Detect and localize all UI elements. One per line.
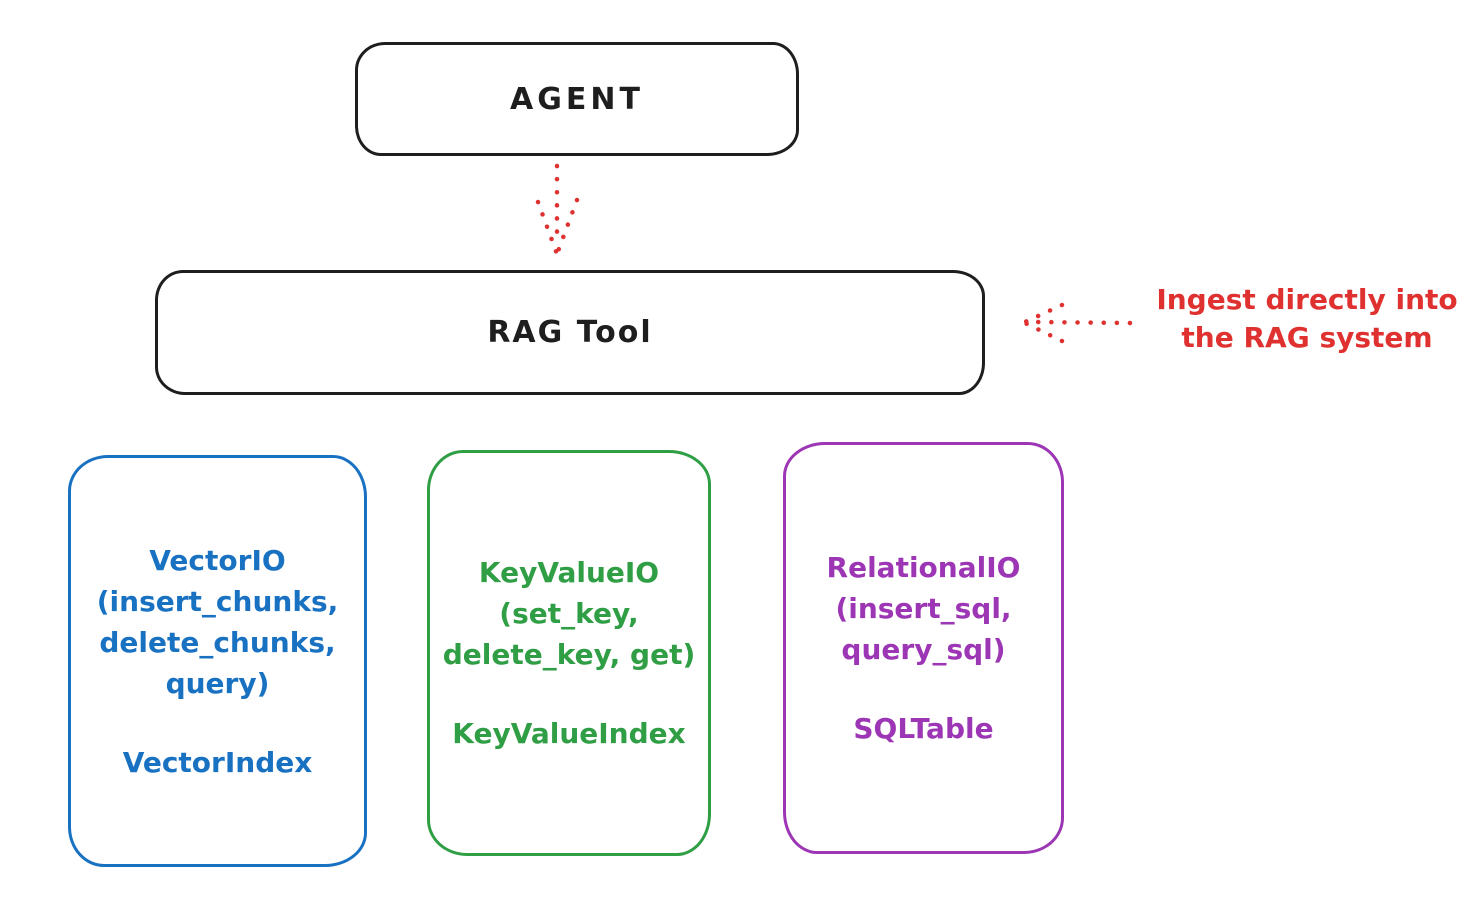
- agent-to-ragtool-arrow-icon: [535, 163, 580, 257]
- rag-tool-label: RAG Tool: [487, 315, 653, 350]
- agent-label: AGENT: [510, 81, 644, 117]
- keyvalue-io-methods-line1: (set_key,: [499, 597, 639, 630]
- keyvalue-io-node: KeyValueIO (set_key, delete_key, get) Ke…: [427, 450, 711, 856]
- ingest-annotation-arrow-icon: [1022, 302, 1133, 344]
- agent-node: AGENT: [355, 42, 799, 156]
- vector-index-label: VectorIndex: [122, 745, 313, 779]
- relational-io-methods-line2: query_sql): [841, 633, 1006, 666]
- relational-io-title: RelationalIO: [826, 551, 1021, 584]
- rag-tool-node: RAG Tool: [155, 270, 985, 395]
- vector-io-methods-line1: (insert_chunks,: [96, 584, 339, 618]
- ingest-annotation-line2: the RAG system: [1181, 321, 1433, 354]
- ingest-annotation: Ingest directly into the RAG system: [1130, 281, 1484, 357]
- keyvalue-index-label: KeyValueIndex: [452, 717, 686, 750]
- vector-io-methods-line3: query): [165, 666, 270, 700]
- vector-io-node: VectorIO (insert_chunks, delete_chunks, …: [68, 455, 367, 867]
- ingest-annotation-line1: Ingest directly into: [1156, 283, 1458, 316]
- keyvalue-io-methods-line2: delete_key, get): [442, 638, 696, 671]
- vector-io-methods-line2: delete_chunks,: [99, 625, 336, 659]
- vector-io-title: VectorIO: [149, 543, 286, 577]
- relational-io-methods-line1: (insert_sql,: [835, 592, 1012, 625]
- keyvalue-io-title: KeyValueIO: [478, 556, 660, 589]
- sql-table-label: SQLTable: [853, 712, 994, 745]
- relational-io-node: RelationalIO (insert_sql, query_sql) SQL…: [783, 442, 1064, 854]
